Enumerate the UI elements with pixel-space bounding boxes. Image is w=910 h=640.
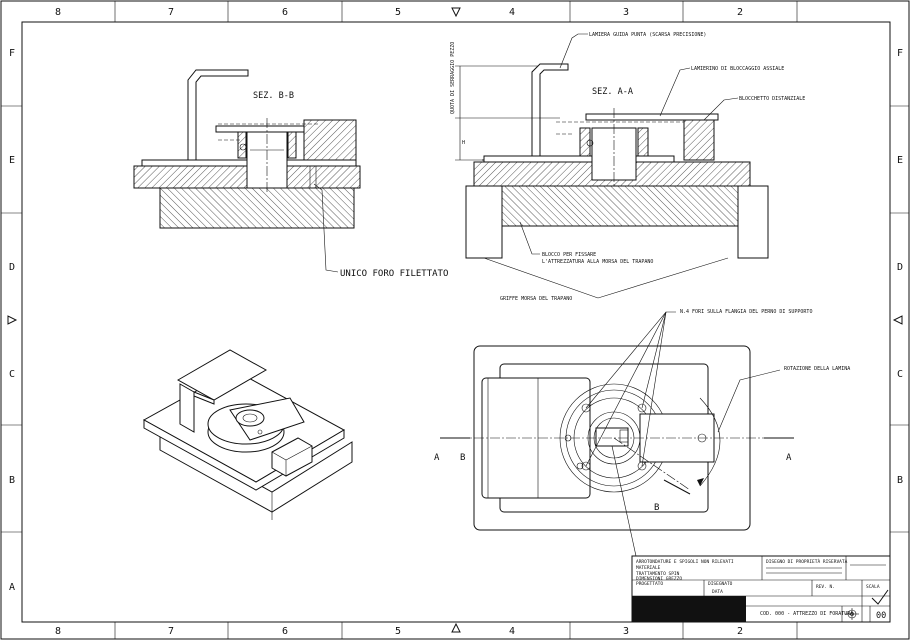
callout-rotazione: ROTAZIONE DELLA LAMINA	[784, 366, 850, 372]
row-label-d-right: D	[897, 262, 903, 273]
row-label-f-right: F	[897, 48, 903, 59]
row-label-a: A	[9, 582, 15, 593]
marker-b-left: B	[460, 453, 465, 463]
col-label-6-bottom: 6	[282, 626, 288, 637]
callout-fori: N.4 FORI SULLA FLANGIA DEL PERNO DI SUPP…	[680, 309, 812, 315]
row-label-b: B	[9, 475, 15, 486]
zone-labels-bottom: 8 7 6 5 4 3 2	[55, 626, 743, 637]
marker-a-right: A	[786, 453, 792, 463]
section-a-a-view: SEZ. A-A QUOTA DI SERRAGGIO PEZZO H LA	[450, 32, 805, 302]
callout-blocco-1: BLOCCO PER FISSARE	[542, 252, 596, 258]
checkmark-icon	[871, 589, 889, 605]
col-label-5-bottom: 5	[395, 626, 401, 637]
row-label-e: E	[9, 155, 15, 166]
callout-lamierino: LAMIERINO DI BLOCCAGGIO ASSIALE	[691, 66, 784, 72]
tb-line-2: MATERIALE	[636, 565, 661, 571]
col-label-7: 7	[168, 7, 174, 18]
plan-view: ROTAZIONE DELLA LAMINA A B A B N.4 FORI …	[434, 309, 850, 557]
quota-small-label: H	[462, 140, 465, 146]
callout-blocco-2: L'ATTREZZATURA ALLA MORSA DEL TRAPANO	[542, 259, 653, 265]
section-a-a-label: SEZ. A-A	[592, 87, 633, 97]
tb-scala: SCALA	[866, 584, 880, 590]
col-label-6: 6	[282, 7, 288, 18]
col-label-2: 2	[737, 7, 743, 18]
row-label-c: C	[9, 369, 15, 380]
col-label-4: 4	[509, 7, 515, 18]
col-label-3-bottom: 3	[623, 626, 629, 637]
col-label-8: 8	[55, 7, 61, 18]
title-block: ARROTONDATURE E SPIGOLI NON RILEVATI MAT…	[631, 555, 891, 623]
col-label-3: 3	[623, 7, 629, 18]
section-b-b-label: SEZ. B-B	[253, 91, 294, 101]
tb-line-4: DIMENSIONI GREZZO	[636, 576, 682, 582]
tb-cod: COD. 000 - ATTREZZO DI FORATURA	[760, 611, 853, 617]
inner-frame	[21, 21, 891, 623]
row-label-d: D	[9, 262, 15, 273]
tb-revisione: REV. N.	[816, 584, 835, 590]
callout-lamiera-guida: LAMIERA GUIDA PUNTA (SCARSA PRECISIONE)	[589, 32, 706, 38]
zone-labels-top: 8 7 6 5 4 3 2	[55, 7, 743, 18]
col-label-2-bottom: 2	[737, 626, 743, 637]
marker-a-left: A	[434, 453, 440, 463]
col-label-4-bottom: 4	[509, 626, 515, 637]
quota-vertical-label: QUOTA DI SERRAGGIO PEZZO	[450, 42, 456, 114]
tb-disegnato: DISEGNATO	[708, 581, 733, 587]
col-label-5: 5	[395, 7, 401, 18]
section-b-b-view: SEZ. B-B UNICO FORO FILETTATO	[133, 69, 448, 279]
tb-tiny: DISEGNO DI PROPRIETÀ RISERVATA	[766, 558, 848, 565]
centering-marks	[7, 7, 903, 633]
tb-progettato: PROGETTATO	[636, 581, 663, 587]
col-label-7-bottom: 7	[168, 626, 174, 637]
zone-labels-left: F E D C B A	[9, 48, 15, 593]
col-label-8-bottom: 8	[55, 626, 61, 637]
row-label-e-right: E	[897, 155, 903, 166]
row-label-b-right: B	[897, 475, 903, 486]
tb-number: 00	[876, 611, 886, 621]
tb-line-1: ARROTONDATURE E SPIGOLI NON RILEVATI	[636, 559, 734, 565]
isometric-view	[142, 349, 353, 520]
row-label-c-right: C	[897, 369, 903, 380]
callout-unico-foro: UNICO FORO FILETTATO	[340, 269, 448, 279]
marker-b-bottom: B	[654, 503, 659, 513]
callout-griffe: GRIFFE MORSA DEL TRAPANO	[500, 296, 572, 302]
zone-labels-right: F E D C B	[897, 48, 903, 486]
tb-data: DATA	[712, 589, 723, 595]
projection-symbol-icon	[845, 608, 859, 620]
tb-line-3: TRATTAMENTO SPIN	[636, 571, 680, 577]
row-label-f: F	[9, 48, 15, 59]
black-title-panel	[632, 596, 746, 622]
callout-blocchetto: BLOCCHETTO DISTANZIALE	[739, 96, 805, 102]
